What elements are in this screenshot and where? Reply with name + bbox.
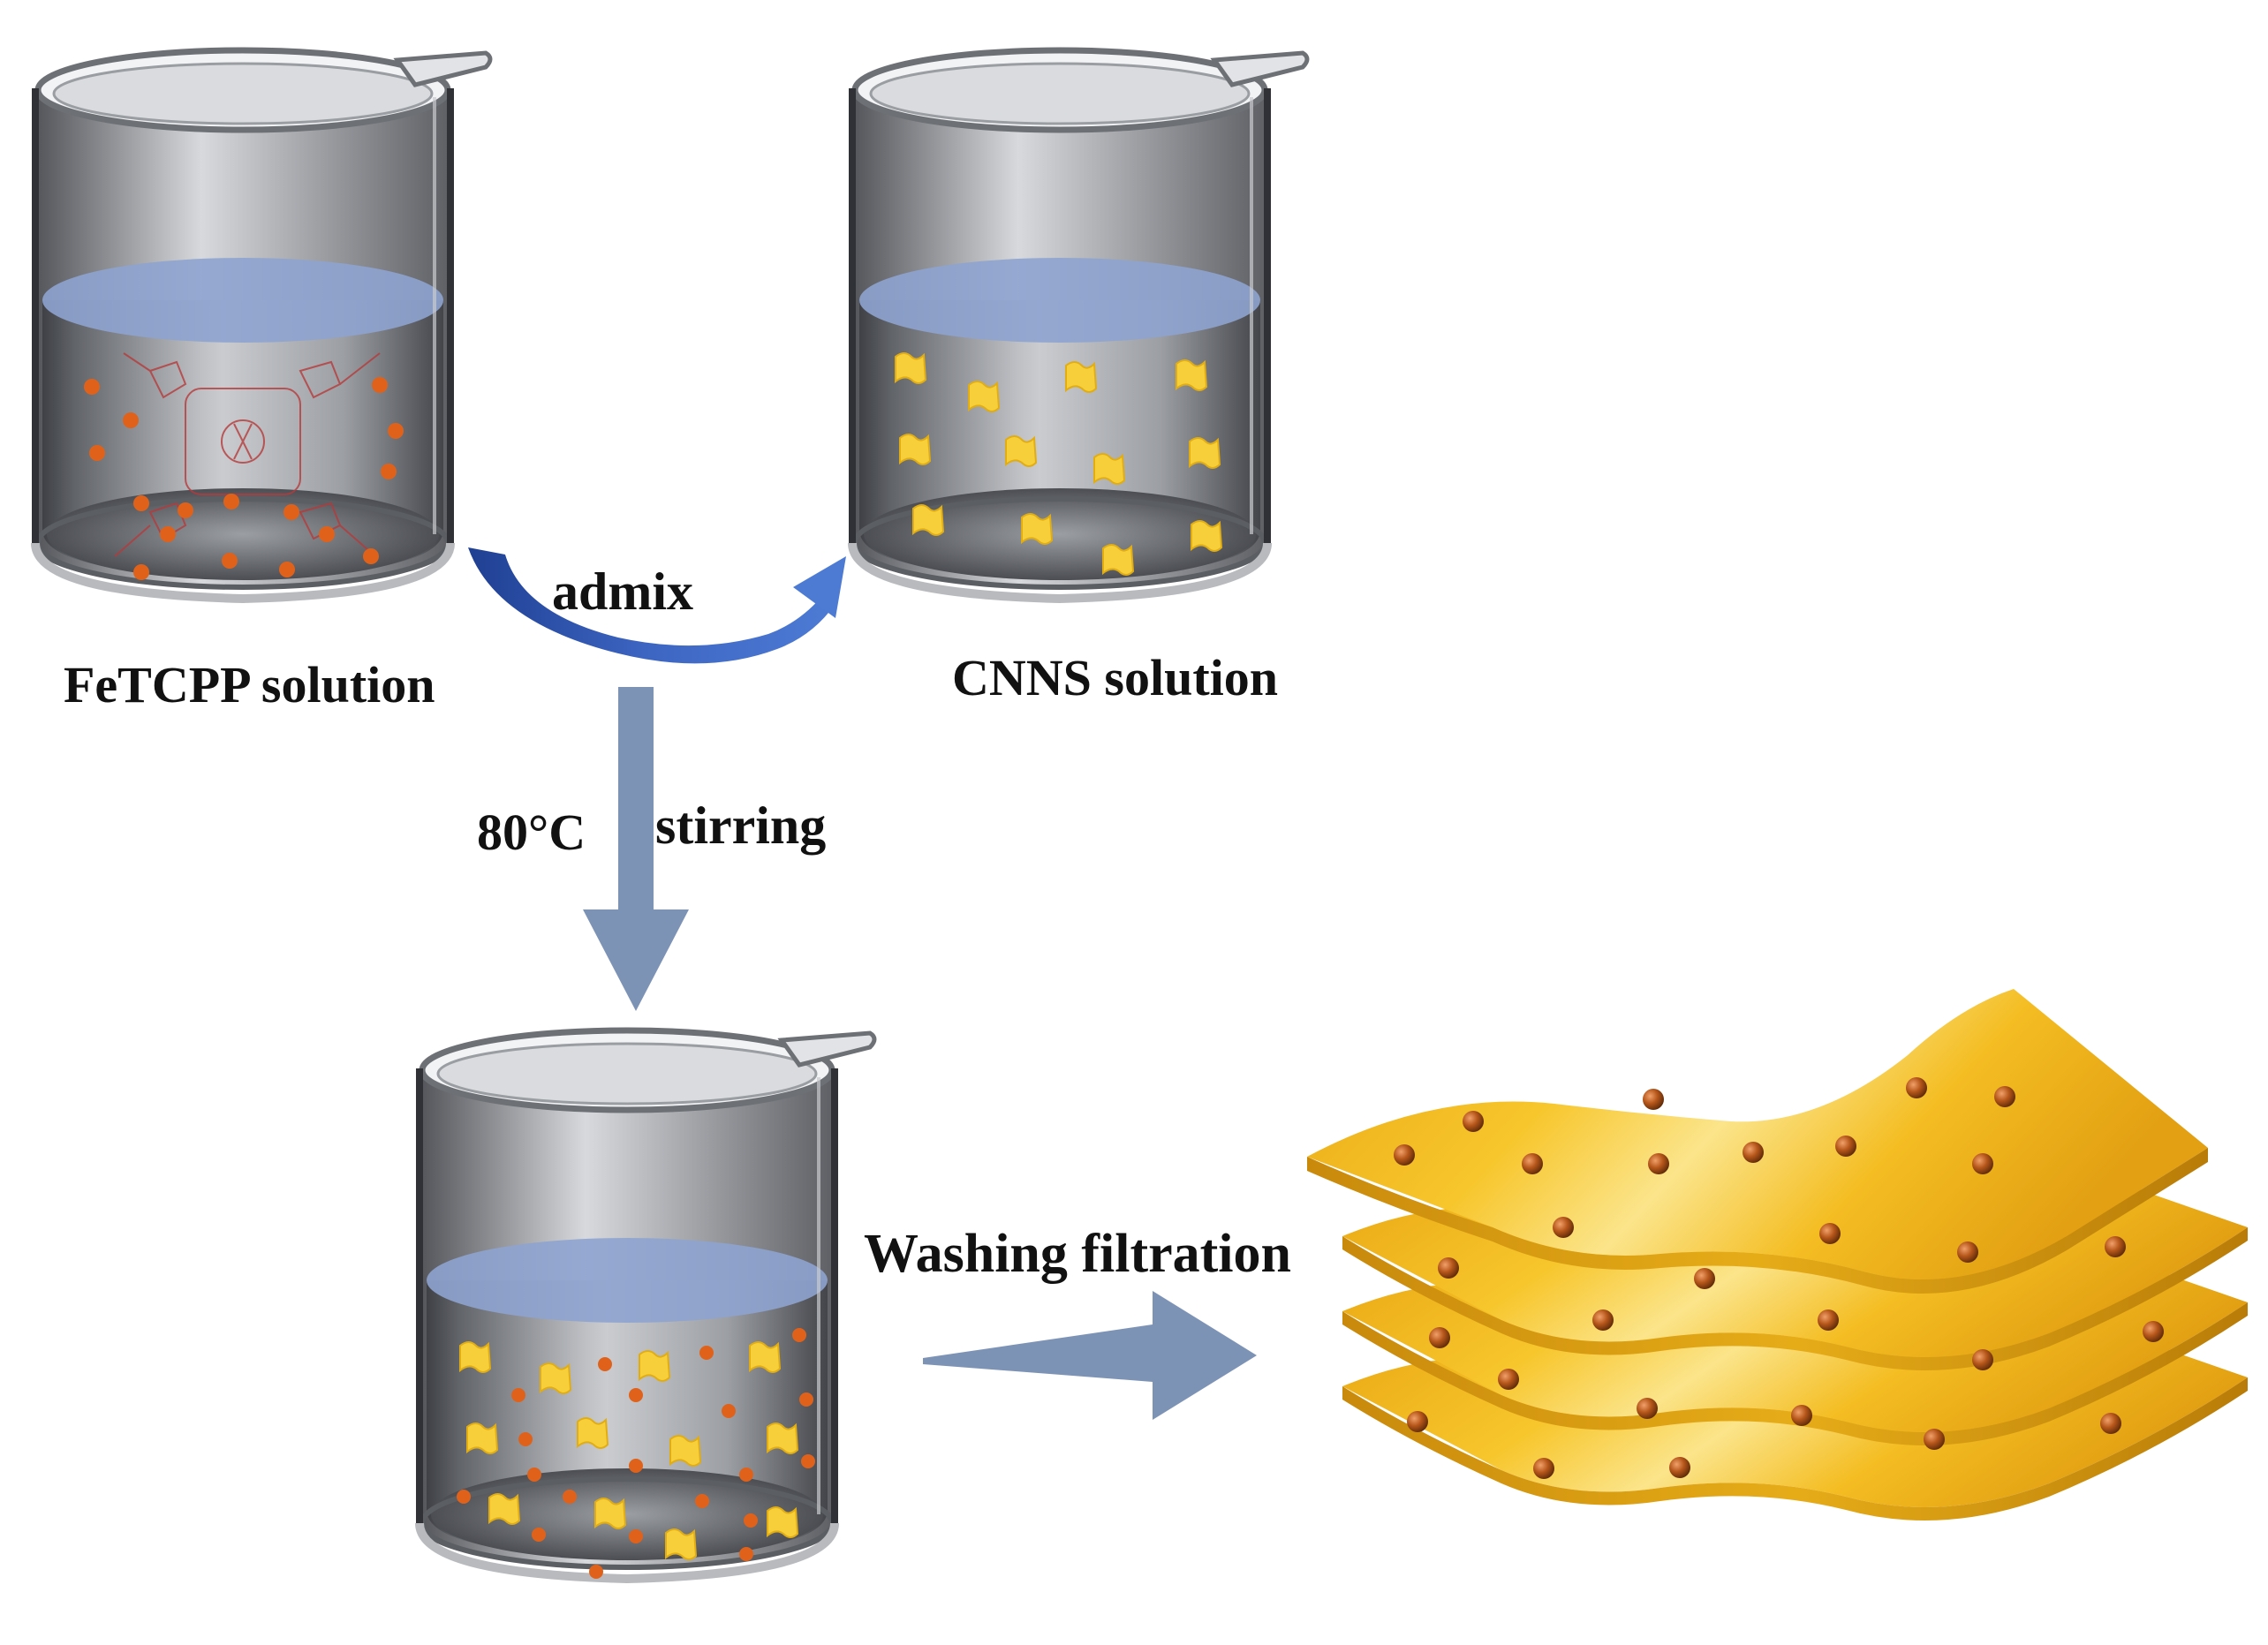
temperature-label: 80°C [477,804,586,861]
stacked-nanosheet-icon [1307,989,2248,1520]
mixed-particles [457,1328,815,1579]
admix-label: admix [552,562,693,621]
beaker-fetcpp [35,50,490,599]
nanosheet-1 [1307,989,2208,1294]
admix-arrow [468,547,846,664]
stirring-label: stirring [655,796,826,855]
stirring-arrow [583,687,689,1011]
fetcpp-particles [84,377,404,580]
sheet-particles [1394,1077,2164,1479]
fetcpp-label: FeTCPP solution [64,656,435,713]
cnns-label: CNNS solution [952,649,1278,706]
beaker-cnns [852,50,1307,599]
porphyrin-molecule-icon [114,352,381,557]
beaker-mixed [420,1030,874,1579]
washing-label: Washing filtration [864,1224,1291,1284]
washing-arrow [923,1291,1257,1420]
